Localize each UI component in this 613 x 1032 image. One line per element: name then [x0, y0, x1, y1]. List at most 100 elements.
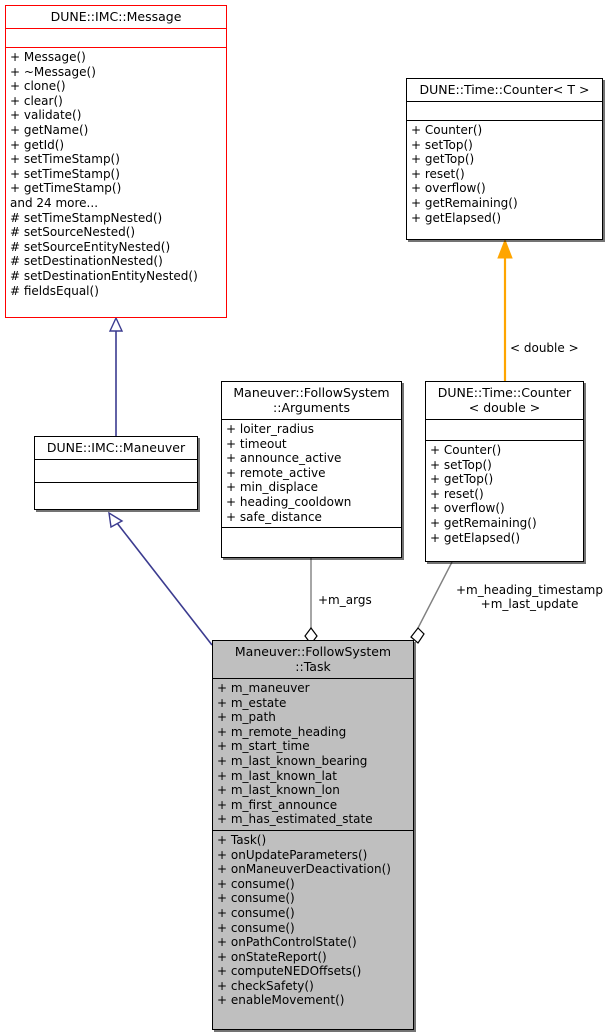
class-member: + consume()	[217, 891, 295, 906]
class-box-maneuver[interactable]: DUNE::IMC::Maneuver	[34, 436, 198, 510]
class-member: + consume()	[217, 920, 295, 935]
class-box-arguments[interactable]: Maneuver::FollowSystem ::Arguments + loi…	[221, 381, 402, 558]
class-member: + setTimeStamp()	[10, 152, 120, 167]
compartment-divider	[35, 459, 197, 460]
class-member: + onManeuverDeactivation()	[217, 862, 391, 877]
class-member: + checkSafety()	[217, 978, 314, 993]
class-operations-message: + Message() + ~Message() + clone() + cle…	[6, 48, 226, 301]
class-member: + overflow()	[411, 181, 486, 196]
association-label-counter: +m_heading_timestamp +m_last_update	[446, 583, 613, 611]
class-member: + consume()	[217, 905, 295, 920]
class-member: + min_displace	[226, 480, 318, 495]
class-attributes-counter-template	[407, 102, 602, 120]
class-member: + getTop()	[430, 472, 494, 487]
class-name-maneuver: DUNE::IMC::Maneuver	[46, 440, 186, 455]
class-member: + safe_distance	[226, 509, 322, 524]
class-member: + consume()	[217, 876, 295, 891]
class-member: + getRemaining()	[411, 195, 518, 210]
class-member: + computeNEDOffsets()	[217, 964, 362, 979]
compartment-divider	[6, 28, 226, 29]
compartment-divider	[213, 829, 413, 831]
class-member: + m_remote_heading	[217, 724, 347, 739]
compartment-divider	[426, 440, 583, 441]
inheritance-edge-message-maneuver	[108, 316, 124, 436]
compartment-divider	[407, 120, 602, 121]
class-name-counter-double-line1: DUNE::Time::Counter	[437, 385, 572, 400]
class-member: + Counter()	[430, 443, 502, 457]
association-label-counter-line1: +m_heading_timestamp	[456, 583, 603, 597]
association-label-counter-line2: +m_last_update	[480, 597, 579, 611]
class-member: + m_estate	[217, 695, 287, 710]
class-box-counter-template[interactable]: DUNE::Time::Counter< T > + Counter() + s…	[406, 78, 603, 240]
class-member: + onPathControlState()	[217, 935, 357, 950]
class-member: + m_has_estimated_state	[217, 812, 373, 827]
template-binding-label: < double >	[510, 341, 579, 355]
association-label-m-args-text: +m_args	[318, 593, 372, 607]
class-member: # setDestinationEntityNested()	[10, 268, 198, 283]
class-member: + onUpdateParameters()	[217, 847, 368, 862]
class-member: + m_path	[217, 710, 276, 725]
class-title-message: DUNE::IMC::Message	[6, 6, 226, 28]
class-name-task-line1: Maneuver::FollowSystem	[234, 644, 392, 659]
class-member: + getRemaining()	[430, 515, 537, 530]
class-member: # setSourceNested()	[10, 225, 136, 240]
association-label-m-args: +m_args	[318, 593, 372, 607]
class-member: + getElapsed()	[411, 210, 502, 225]
class-title-maneuver: DUNE::IMC::Maneuver	[35, 437, 197, 459]
inheritance-edge-maneuver-task	[108, 511, 213, 646]
class-member: + clear()	[10, 93, 63, 108]
compartment-divider	[222, 419, 401, 420]
class-member: + getTop()	[411, 152, 475, 167]
class-member: + m_start_time	[217, 739, 310, 754]
class-box-task[interactable]: Maneuver::FollowSystem ::Task + m_maneuv…	[212, 640, 414, 1030]
class-box-message[interactable]: DUNE::IMC::Message + Message() + ~Messag…	[5, 5, 227, 318]
class-member-more: and 24 more...	[10, 195, 99, 210]
class-member: + setTop()	[411, 137, 473, 152]
class-box-counter-double[interactable]: DUNE::Time::Counter < double > + Counter…	[425, 381, 584, 562]
class-member: + onStateReport()	[217, 949, 327, 964]
class-name-arguments-line2: ::Arguments	[273, 400, 350, 415]
class-operations-counter-template: + Counter() + setTop() + getTop() + rese…	[407, 121, 602, 228]
class-member: + getElapsed()	[430, 530, 521, 545]
class-member: + announce_active	[226, 451, 342, 466]
class-member: + getName()	[10, 122, 89, 137]
class-operations-task: + Task() + onUpdateParameters() + onMane…	[213, 831, 413, 1011]
class-operations-counter-double: + Counter() + setTop() + getTop() + rese…	[426, 441, 583, 548]
class-member: + setTop()	[430, 457, 492, 472]
class-attributes-task: + m_maneuver + m_estate + m_path + m_rem…	[213, 679, 413, 830]
compartment-divider	[213, 678, 413, 679]
compartment-divider	[222, 527, 401, 529]
class-operations-arguments	[222, 528, 401, 552]
class-name-message: DUNE::IMC::Message	[50, 9, 182, 24]
class-member: + clone()	[10, 79, 66, 94]
class-member: + Task()	[217, 832, 267, 847]
class-member: + m_maneuver	[217, 681, 310, 695]
class-member: + enableMovement()	[217, 993, 345, 1008]
class-name-counter-template: DUNE::Time::Counter< T >	[419, 82, 590, 97]
class-member: + reset()	[430, 486, 484, 501]
compartment-divider	[426, 419, 583, 420]
class-operations-maneuver	[35, 483, 197, 507]
class-member: + Counter()	[411, 123, 483, 137]
class-member: + heading_cooldown	[226, 494, 352, 509]
class-member: + reset()	[411, 166, 465, 181]
class-member: + setTimeStamp()	[10, 166, 120, 181]
class-member: + getId()	[10, 137, 65, 152]
class-title-task: Maneuver::FollowSystem ::Task	[213, 641, 413, 678]
class-title-arguments: Maneuver::FollowSystem ::Arguments	[222, 382, 401, 419]
class-member: # setTimeStampNested()	[10, 210, 163, 225]
class-title-counter-template: DUNE::Time::Counter< T >	[407, 79, 602, 101]
class-member: + m_first_announce	[217, 797, 338, 812]
compartment-divider	[6, 47, 226, 48]
aggregation-edge-args	[304, 558, 318, 645]
class-attributes-counter-double	[426, 420, 583, 440]
class-attributes-arguments: + loiter_radius + timeout + announce_act…	[222, 420, 401, 527]
class-member: + overflow()	[430, 501, 505, 516]
class-member: + validate()	[10, 108, 82, 123]
class-title-counter-double: DUNE::Time::Counter < double >	[426, 382, 583, 419]
class-member: + m_last_known_bearing	[217, 753, 368, 768]
class-member: + timeout	[226, 436, 287, 451]
class-member: + ~Message()	[10, 64, 96, 79]
compartment-divider	[35, 482, 197, 483]
